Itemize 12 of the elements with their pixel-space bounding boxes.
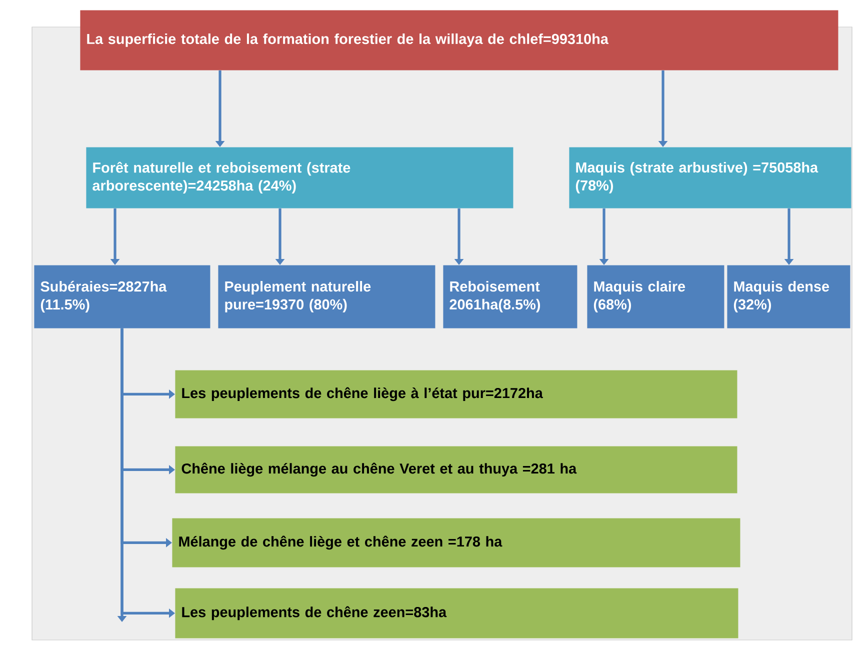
summary-box: La superficie totale de la formation forestier de la willaya de chlef=99310ha (80, 10, 838, 70)
category-box: Maquis (strate arbustive) =75058ha (78%) (569, 147, 852, 208)
detail-box: Les peuplements de chêne liège à l’état pur=2172ha (175, 370, 738, 418)
subcategory-box: Subéraies=2827ha (11.5%) (34, 265, 210, 328)
subcategory-box: Peuplement naturelle pure=19370 (80%) (218, 265, 436, 328)
detail-box: Mélange de chêne liège et chêne zeen =178 ha (172, 518, 740, 568)
subcategory-box: Reboisement 2061ha(8.5%) (443, 265, 578, 328)
category-box: Forêt naturelle et reboisement (strate arborescente)=24258ha (24%) (86, 147, 514, 208)
detail-box: Les peuplements de chêne zeen=83ha (175, 588, 738, 638)
subcategory-box: Maquis dense (32%) (727, 265, 850, 328)
subcategory-box: Maquis claire (68%) (587, 265, 724, 328)
detail-box: Chêne liège mélange au chêne Veret et au thuya =281 ha (175, 446, 738, 494)
